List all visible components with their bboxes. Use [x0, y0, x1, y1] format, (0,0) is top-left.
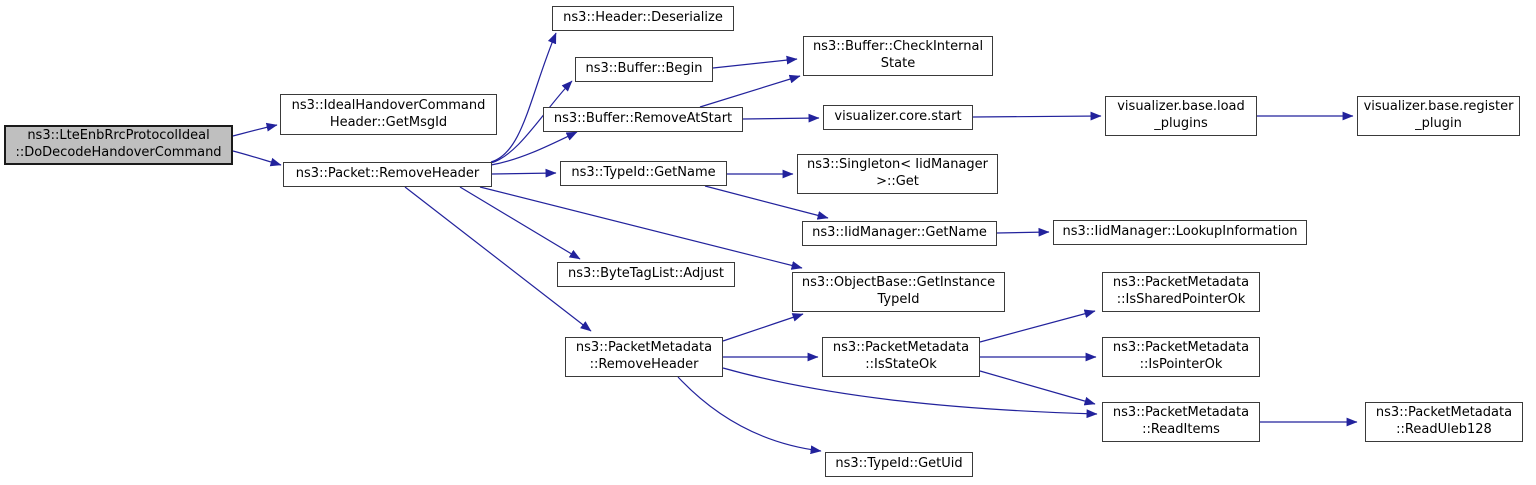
node-lookupinfo[interactable]: ns3::IidManager::LookupInformation [1053, 220, 1307, 245]
edge-group [232, 32, 1358, 455]
edge-pkt_rh-begin [490, 80, 573, 164]
node-label: ns3::PacketMetadata ::IsSharedPointerOk [1112, 275, 1250, 307]
node-label: ns3::Header::Deserialize [563, 10, 723, 26]
edge-pkt_rh-removeatstart [490, 131, 578, 166]
edge-iidgetname-lookupinfo [996, 227, 1050, 237]
node-typeidgetname[interactable]: ns3::TypeId::GetName [560, 161, 727, 186]
node-label: ns3::PacketMetadata ::IsPointerOk [1112, 340, 1250, 372]
edge-corestart-loadplugins [972, 111, 1102, 121]
node-label: ns3::IdealHandoverCommand Header::GetMsg… [291, 97, 486, 130]
node-begin[interactable]: ns3::Buffer::Begin [575, 57, 713, 82]
node-issharedptr[interactable]: ns3::PacketMetadata ::IsSharedPointerOk [1102, 272, 1260, 312]
node-label: ns3::IidManager::GetName [812, 225, 987, 241]
node-pkt_rh[interactable]: ns3::Packet::RemoveHeader [283, 162, 492, 187]
node-registerplugin[interactable]: visualizer.base.register _plugin [1357, 96, 1520, 136]
node-label: ns3::PacketMetadata ::ReadUleb128 [1375, 405, 1513, 437]
node-label: ns3::Buffer::CheckInternal State [812, 39, 984, 71]
node-loadplugins[interactable]: visualizer.base.load _plugins [1105, 96, 1257, 136]
edge-removeatstart-checkstate [699, 74, 801, 108]
node-label: ns3::TypeId::GetName [571, 165, 716, 181]
node-getuid[interactable]: ns3::TypeId::GetUid [825, 452, 973, 477]
node-getinstance[interactable]: ns3::ObjectBase::GetInstance TypeId [792, 272, 1005, 312]
node-readuleb[interactable]: ns3::PacketMetadata ::ReadUleb128 [1365, 402, 1523, 442]
edge-pkt_rh-getinstance [479, 186, 803, 270]
edge-root-getmsgid [232, 122, 278, 137]
node-getmsgid[interactable]: ns3::IdealHandoverCommand Header::GetMsg… [280, 94, 497, 135]
node-deserialize[interactable]: ns3::Header::Deserialize [552, 6, 734, 31]
node-label: ns3::PacketMetadata ::IsStateOk [832, 340, 970, 372]
edge-typeidgetname-iidgetname [704, 185, 829, 220]
node-label: visualizer.base.load _plugins [1117, 99, 1245, 131]
node-singletonget[interactable]: ns3::Singleton< IidManager >::Get [797, 154, 998, 194]
edge-pkt_rh-deserialize [490, 32, 557, 163]
node-root: ns3::LteEnbRrcProtocolIdeal ::DoDecodeHa… [4, 125, 233, 165]
node-label: ns3::TypeId::GetUid [835, 456, 963, 472]
node-label: ns3::Singleton< IidManager >::Get [806, 157, 988, 189]
node-removeatstart[interactable]: ns3::Buffer::RemoveAtStart [543, 107, 743, 132]
edge-removeatstart-corestart [742, 113, 820, 123]
node-readitems[interactable]: ns3::PacketMetadata ::ReadItems [1102, 402, 1260, 442]
edge-isstateok-readitems [979, 370, 1096, 406]
node-label: ns3::LteEnbRrcProtocolIdeal ::DoDecodeHa… [15, 128, 222, 160]
edge-pkt_rh-pmrh [404, 186, 592, 332]
node-label: ns3::Buffer::RemoveAtStart [553, 111, 733, 127]
node-isstateok[interactable]: ns3::PacketMetadata ::IsStateOk [822, 337, 980, 377]
node-label: ns3::Buffer::Begin [585, 61, 703, 77]
edge-pmrh-getuid [677, 376, 822, 455]
node-adjust[interactable]: ns3::ByteTagList::Adjust [557, 262, 735, 287]
node-label: ns3::PacketMetadata ::ReadItems [1112, 405, 1250, 437]
node-isptrok[interactable]: ns3::PacketMetadata ::IsPointerOk [1102, 337, 1260, 377]
node-corestart[interactable]: visualizer.core.start [823, 105, 973, 130]
edge-pmrh-getinstance [722, 313, 804, 342]
node-label: ns3::PacketMetadata ::RemoveHeader [575, 340, 713, 372]
edge-pmrh-readitems [722, 367, 1098, 419]
node-checkstate[interactable]: ns3::Buffer::CheckInternal State [803, 36, 993, 76]
node-label: ns3::ObjectBase::GetInstance TypeId [801, 275, 996, 307]
edge-root-pkt_rh [232, 150, 282, 167]
node-label: ns3::Packet::RemoveHeader [295, 166, 480, 182]
node-label: visualizer.base.register _plugin [1363, 99, 1514, 131]
edge-begin-checkstate [712, 55, 798, 69]
node-label: ns3::IidManager::LookupInformation [1062, 224, 1298, 240]
node-iidgetname[interactable]: ns3::IidManager::GetName [802, 221, 997, 246]
edge-pkt_rh-typeidgetname [491, 168, 557, 178]
node-label: visualizer.core.start [834, 109, 962, 125]
node-label: ns3::ByteTagList::Adjust [568, 266, 724, 282]
node-pmrh[interactable]: ns3::PacketMetadata ::RemoveHeader [565, 337, 723, 377]
edge-pkt_rh-adjust [459, 186, 581, 260]
edge-isstateok-issharedptr [979, 309, 1096, 343]
